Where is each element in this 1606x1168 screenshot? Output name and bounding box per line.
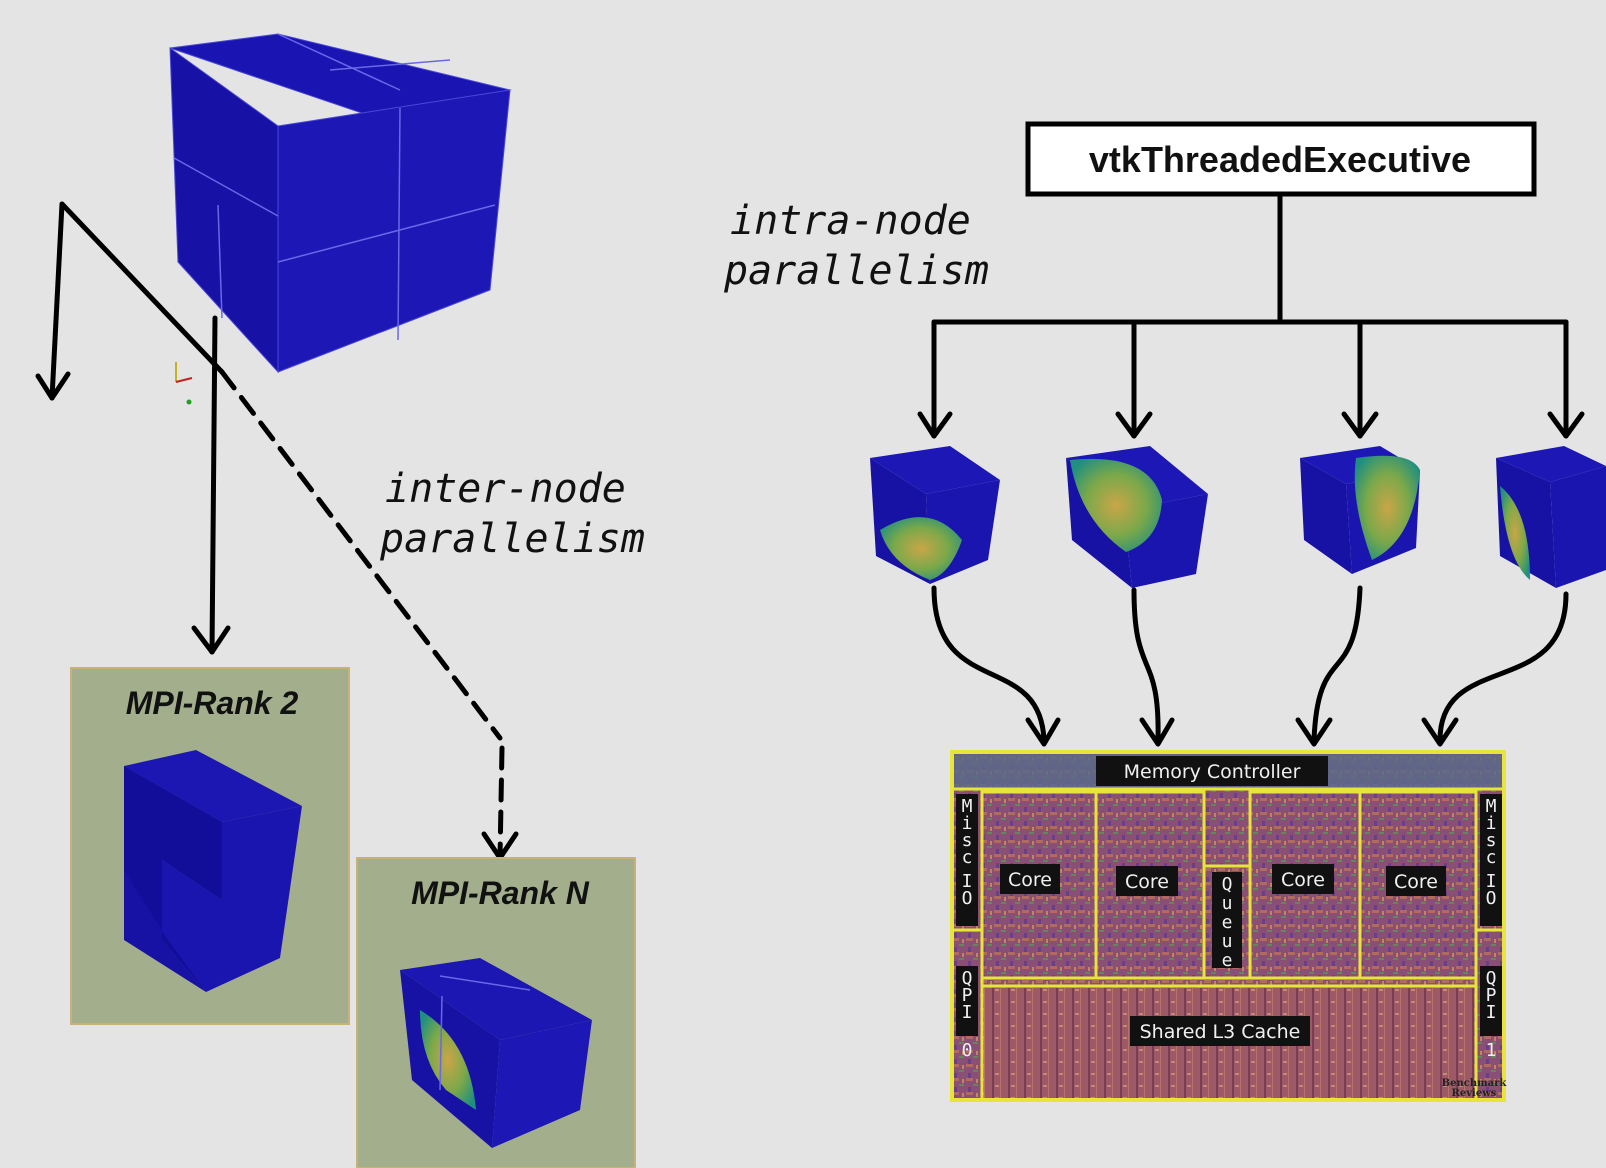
inter-node-label-line1: inter-node xyxy=(385,466,626,512)
intra-node-tree xyxy=(917,193,1585,439)
executive-label: vtkThreadedExecutive xyxy=(1089,139,1471,180)
thread-to-core-arrows xyxy=(931,585,1569,747)
mpi-rank-2-box: MPI-Rank 2 xyxy=(70,667,350,1025)
thread-cube-1 xyxy=(870,446,1000,584)
rank-n-block xyxy=(400,958,592,1148)
core-label-3: Core xyxy=(1281,869,1325,891)
benchmark-reviews-logo: Benchmark xyxy=(1442,1078,1508,1089)
rank-2-block xyxy=(124,750,302,992)
axis-icon xyxy=(175,362,193,405)
thread-cube-4 xyxy=(1496,446,1606,588)
shared-cache-label: Shared L3 Cache xyxy=(1140,1021,1301,1043)
intra-node-label-line2: parallelism xyxy=(723,248,989,294)
mpi-rank-n-box: MPI-Rank N xyxy=(356,857,636,1168)
benchmark-reviews-logo-line2: Reviews xyxy=(1452,1088,1497,1099)
core-label-4: Core xyxy=(1394,871,1438,893)
mpi-rank-2-title: MPI-Rank 2 xyxy=(126,685,299,721)
thread-cube-3 xyxy=(1300,446,1420,574)
intra-node-label-line1: intra-node xyxy=(730,198,971,244)
core-label-1: Core xyxy=(1008,869,1052,891)
memory-controller-label: Memory Controller xyxy=(1124,761,1301,783)
thread-cube-2 xyxy=(1066,446,1208,588)
inter-node-arrows xyxy=(35,201,519,861)
inter-node-label-line2: parallelism xyxy=(379,516,645,562)
mpi-rank-n-title: MPI-Rank N xyxy=(411,875,590,911)
big-cube xyxy=(169,33,512,374)
executive-box: vtkThreadedExecutive xyxy=(1025,121,1537,197)
core-label-2: Core xyxy=(1125,871,1169,893)
